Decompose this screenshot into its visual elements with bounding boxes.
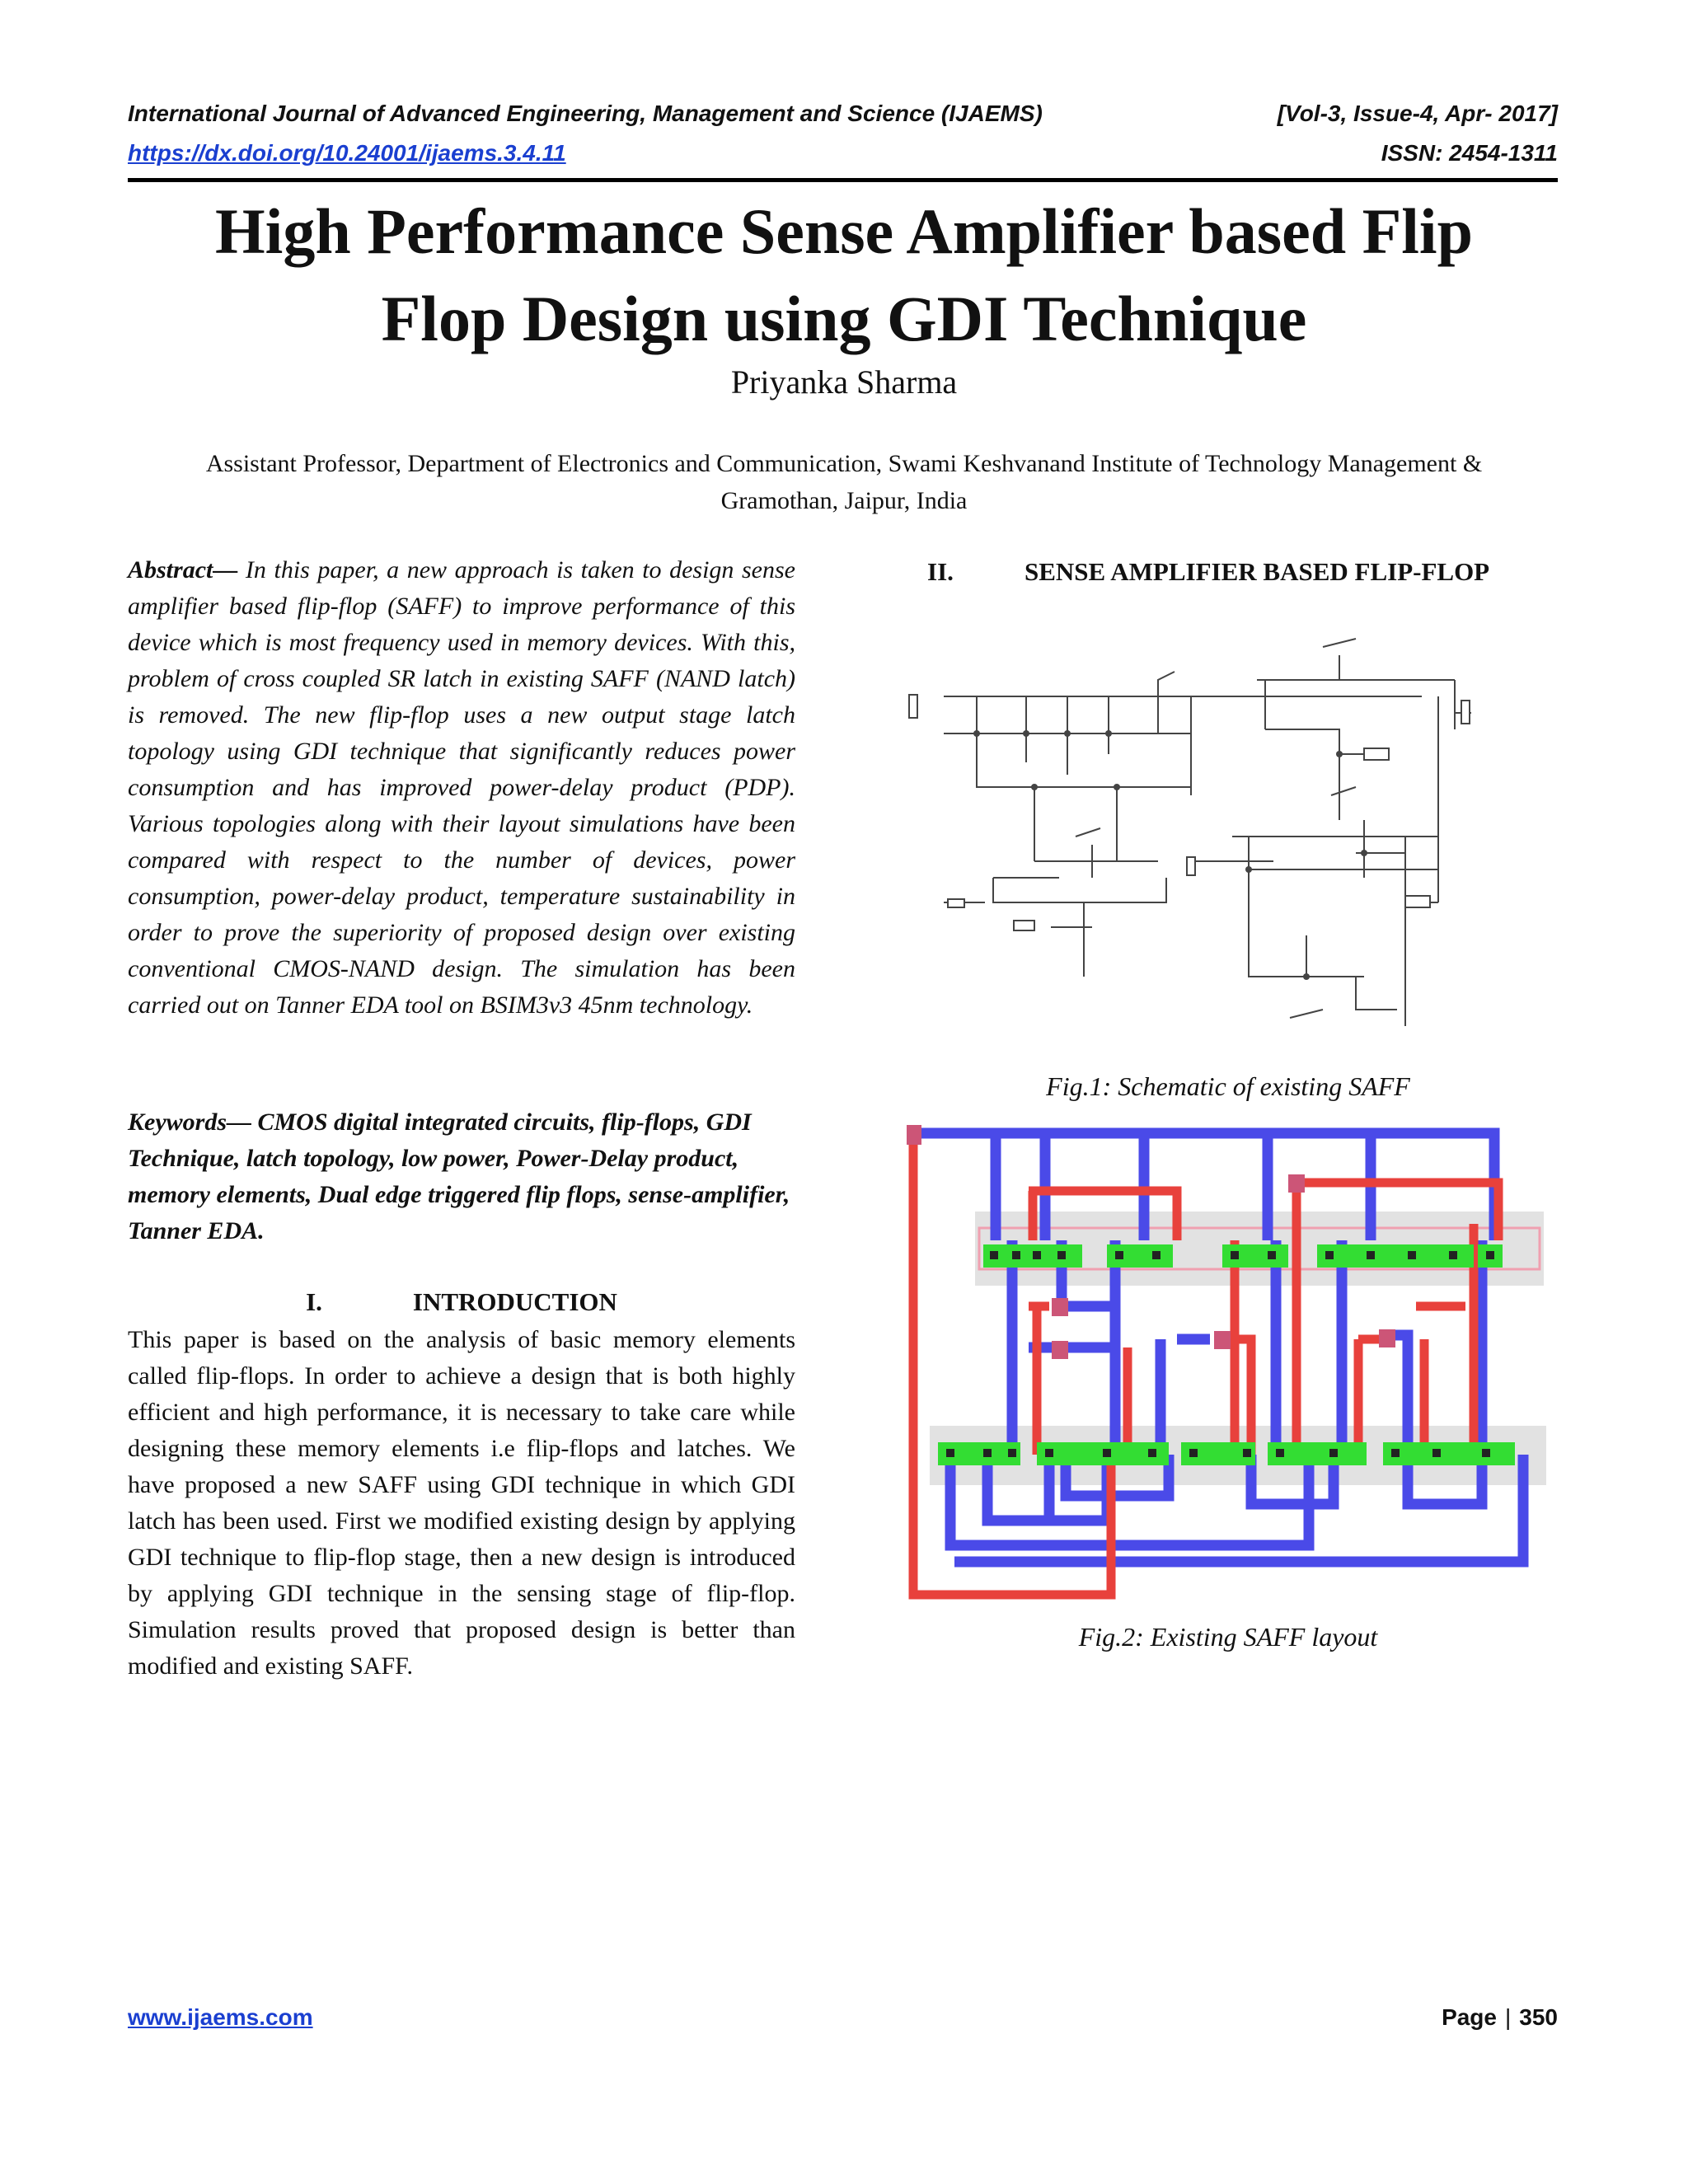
affiliation-line-1: Assistant Professor, Department of Elect… <box>205 450 1483 477</box>
header-rule <box>128 178 1558 182</box>
section-1-title: INTRODUCTION <box>412 1287 617 1316</box>
title-line-1: High Performance Sense Amplifier based F… <box>215 195 1473 267</box>
doi-link[interactable]: https://dx.doi.org/10.24001/ijaems.3.4.1… <box>128 140 566 166</box>
section-1-heading: I. INTRODUCTION <box>128 1287 795 1317</box>
issn: ISSN: 2454-1311 <box>1381 140 1558 166</box>
page-number-block: Page | 350 <box>1442 2004 1558 2031</box>
keywords: Keywords— CMOS digital integrated circui… <box>128 1108 790 1244</box>
fig-2-caption: Fig.2: Existing SAFF layout <box>1078 1622 1378 1652</box>
page-separator: | <box>1505 2004 1512 2030</box>
affiliation: Assistant Professor, Department of Elect… <box>124 445 1564 519</box>
website-link[interactable]: www.ijaems.com <box>128 2004 313 2030</box>
abstract-label: Abstract— <box>128 556 238 583</box>
schematic-figure <box>908 638 1471 1026</box>
abstract-text: In this paper, a new approach is taken t… <box>128 556 795 1019</box>
affiliation-line-2: Gramothan, Jaipur, India <box>720 487 968 514</box>
page-label: Page <box>1442 2004 1497 2030</box>
section-1-number: I. <box>306 1287 322 1316</box>
abstract: Abstract— In this paper, a new approach … <box>128 552 795 1024</box>
paper-title: High Performance Sense Amplifier based F… <box>99 188 1589 363</box>
title-line-2: Flop Design using GDI Technique <box>381 283 1307 354</box>
journal-name: International Journal of Advanced Engine… <box>128 101 1043 126</box>
section-2-number: II. <box>927 557 954 586</box>
page-number: 350 <box>1519 2004 1558 2030</box>
author-name: Priyanka Sharma <box>730 363 958 401</box>
layout-figure <box>907 1125 1546 1600</box>
introduction-text: This paper is based on the analysis of b… <box>128 1326 795 1680</box>
fig-1-caption: Fig.1: Schematic of existing SAFF <box>1046 1071 1410 1101</box>
section-2-title: SENSE AMPLIFIER BASED FLIP-FLOP <box>1025 557 1490 586</box>
volume-info: [Vol-3, Issue-4, Apr- 2017] <box>1277 101 1558 126</box>
